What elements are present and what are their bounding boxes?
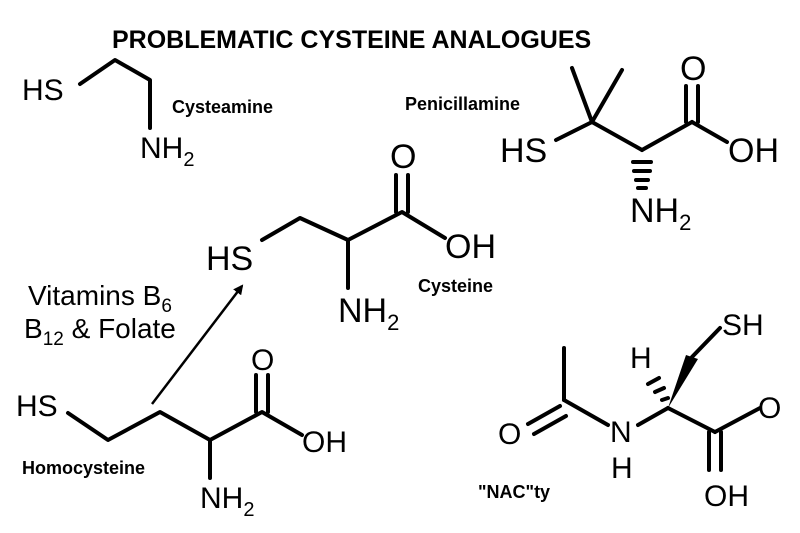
vitamins-annotation: Vitamins B6 B12 & Folate [24, 280, 244, 405]
nac-oh: OH [704, 480, 749, 513]
penicillamine-hs: HS [500, 132, 547, 170]
homocysteine-o: O [251, 344, 274, 377]
cysteine-hs: HS [206, 240, 253, 278]
nac-h: H [630, 342, 652, 375]
homocysteine-structure: HS O OH NH2 Homocysteine [16, 344, 347, 521]
homocysteine-hs: HS [16, 390, 58, 423]
cysteamine-hs: HS [22, 74, 64, 107]
nac-structure: SH H O N H O OH "NAC"ty [478, 309, 781, 513]
nac-o: O [758, 392, 781, 425]
page-title: PROBLEMATIC CYSTEINE ANALOGUES [112, 26, 591, 54]
nac-o-left: O [498, 418, 521, 451]
cysteine-structure: HS O OH NH2 Cysteine [206, 138, 496, 335]
nac-label: "NAC"ty [478, 482, 550, 502]
homocysteine-chain [66, 410, 304, 442]
cysteine-oh: OH [445, 228, 496, 266]
cysteine-label: Cysteine [418, 276, 493, 296]
cysteine-o: O [390, 138, 416, 176]
vitamins-line-2: B12 & Folate [24, 313, 176, 350]
homocysteine-oh: OH [302, 426, 347, 459]
cysteamine-bonds [78, 58, 152, 130]
penicillamine-structure: Penicillamine HS O OH NH2 [405, 50, 779, 235]
vitamins-line-1: Vitamins B6 [28, 280, 172, 317]
cysteamine-structure: HS NH2 Cysteamine [22, 58, 273, 171]
homocysteine-label: Homocysteine [22, 458, 145, 478]
nac-n: N [610, 416, 632, 449]
nac-sh: SH [722, 309, 764, 342]
cysteine-nh2: NH2 [338, 292, 399, 335]
penicillamine-nh2: NH2 [630, 192, 691, 235]
nac-nh: H [611, 452, 633, 485]
homocysteine-nh2: NH2 [200, 482, 254, 521]
conversion-arrow [151, 284, 244, 405]
penicillamine-oh: OH [728, 132, 779, 170]
penicillamine-label: Penicillamine [405, 94, 520, 114]
cysteamine-nh2: NH2 [140, 132, 194, 171]
cysteine-chain [260, 210, 447, 242]
cysteamine-label: Cysteamine [172, 97, 273, 117]
penicillamine-o: O [680, 50, 706, 88]
